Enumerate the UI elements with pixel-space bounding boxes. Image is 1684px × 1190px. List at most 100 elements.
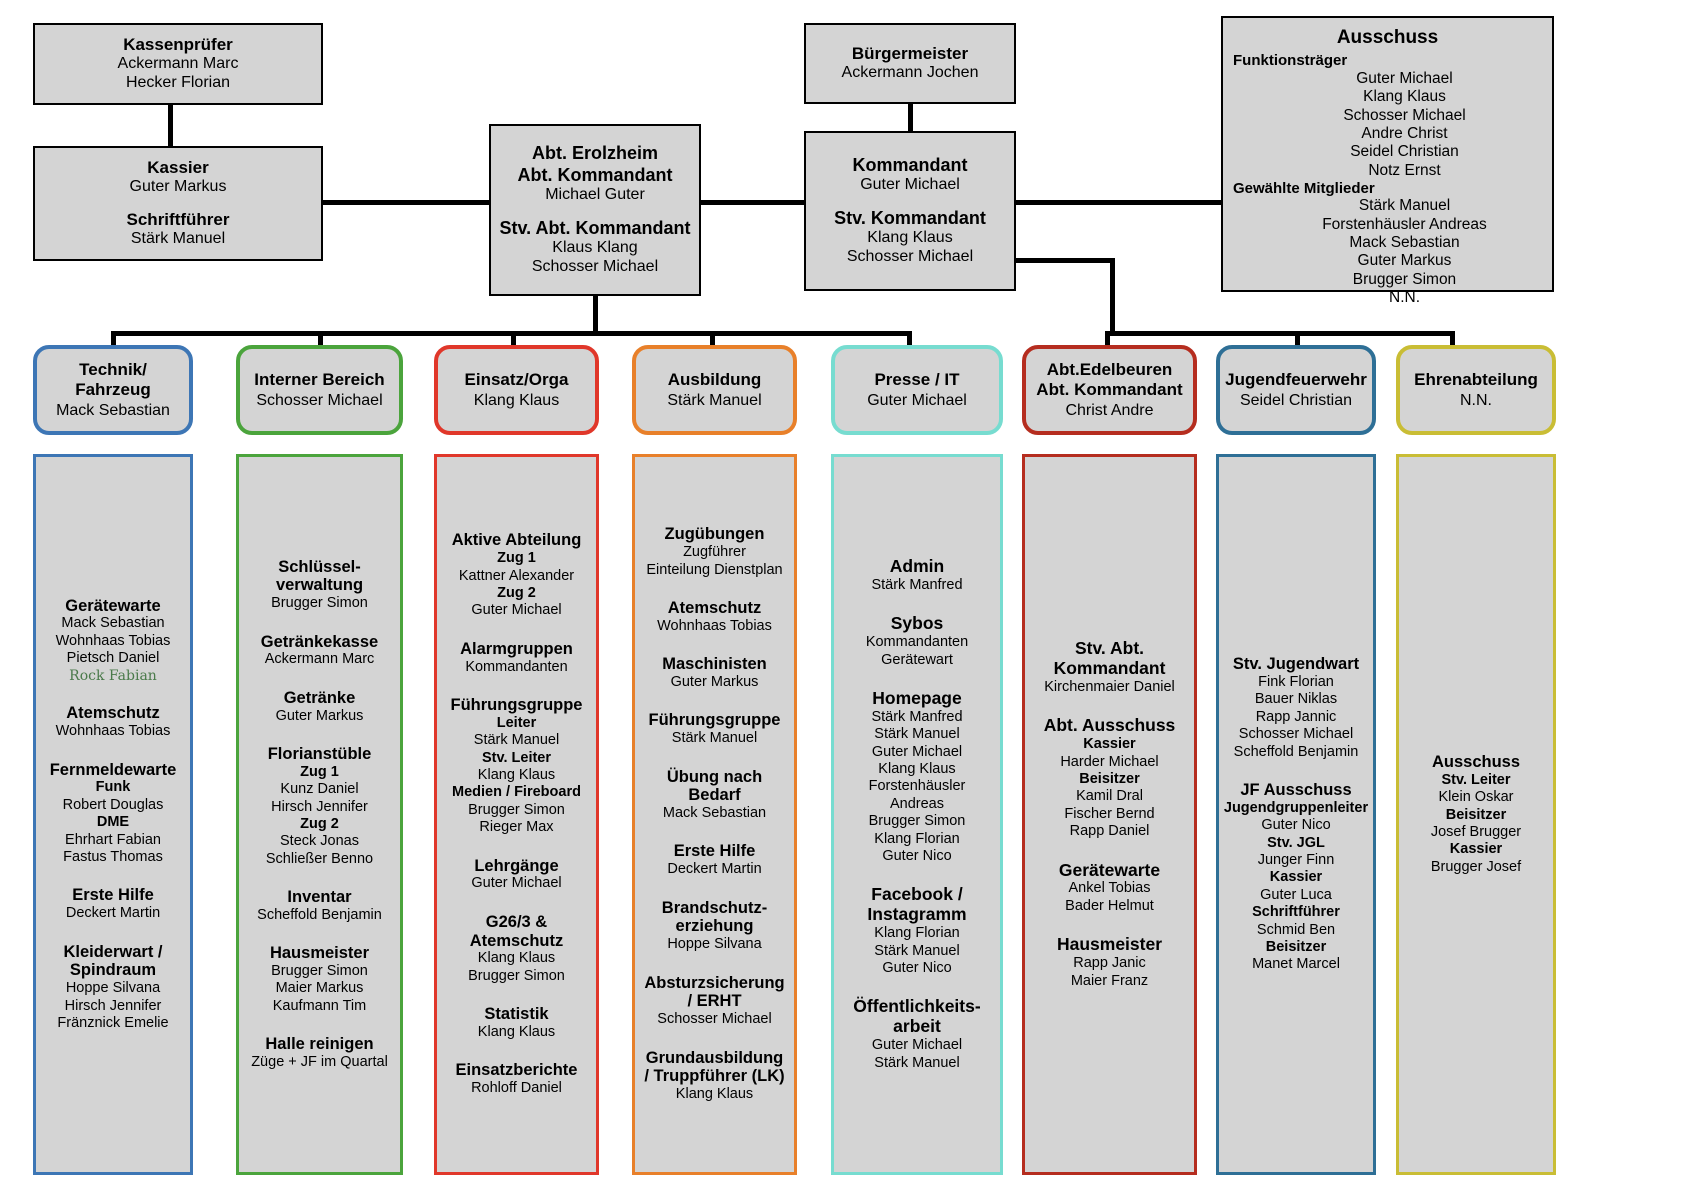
ausschuss-member: N.N. <box>1389 288 1420 306</box>
connector-kassenpruefer-kassier <box>168 104 173 146</box>
section-subheading: Beisitzer <box>1079 770 1140 787</box>
section-title: Gerätewarte <box>1058 859 1161 880</box>
section-subheading: Stv. Leiter <box>481 749 552 766</box>
ausschuss-member: Guter Markus <box>1357 252 1452 270</box>
section-title: Bedarf <box>688 786 741 805</box>
section-title: Führungsgruppe <box>648 711 781 730</box>
section-title: Abt. Ausschuss <box>1043 715 1176 736</box>
box-person-name: Guter Michael <box>860 176 960 194</box>
section-subheading: Zug 1 <box>300 763 339 780</box>
section-person-name: Wohnhaas Tobias <box>55 632 171 649</box>
column-header-lead: Schosser Michael <box>256 391 383 409</box>
connector-buergermeister-kommandant <box>908 103 913 131</box>
connector-drop-col4 <box>710 331 715 345</box>
box-person-name: Ackermann Marc <box>117 55 239 73</box>
box-person-name: Stärk Manuel <box>130 230 226 248</box>
ausschuss-title: Ausschuss <box>1336 27 1439 48</box>
section-subheading: Funk <box>95 779 131 796</box>
section-title: erziehung <box>675 917 754 936</box>
section-subheading: Stv. JGL <box>1267 834 1325 851</box>
section-title: arbeit <box>893 1016 941 1037</box>
section-title: / Truppführer (LK) <box>644 1067 785 1086</box>
section-person-name: Guter Markus <box>670 673 759 690</box>
section-person-name: Brugger Josef <box>1430 858 1522 875</box>
section-person-name: Ackermann Marc <box>264 651 375 668</box>
section-person-name: Kirchenmaier Daniel <box>1044 678 1175 695</box>
section-person-name: Brugger Simon <box>271 595 368 612</box>
section-person-name: Ankel Tobias <box>1068 880 1151 897</box>
section-person-name: Junger Finn <box>1257 851 1335 868</box>
section-subheading: Zug 2 <box>497 585 536 602</box>
section-title: Atemschutz <box>667 598 762 617</box>
ausschuss-member: Notz Ernst <box>1368 161 1441 179</box>
section-person-name: Ehrhart Fabian <box>65 831 161 848</box>
section-title: Führungsgruppe <box>450 696 583 715</box>
section-title: G26/3 & <box>485 912 548 931</box>
box-role-label: Schriftführer <box>126 210 230 229</box>
section-person-name: Guter Luca <box>1260 886 1332 903</box>
section-person-name: Kamil Dral <box>1076 788 1143 805</box>
section-person-name: Wohnhaas Tobias <box>55 723 171 740</box>
section-subheading: Kassier <box>1269 869 1323 886</box>
section-person-name: Rapp Jannic <box>1255 708 1337 725</box>
connector-drop-col6 <box>1105 331 1110 345</box>
ausschuss-member: Brugger Simon <box>1352 270 1457 288</box>
section-title: Hausmeister <box>269 944 370 963</box>
section-person-name: Kattner Alexander <box>458 567 575 584</box>
section-title: Inventar <box>287 888 352 907</box>
section-title: Facebook / <box>871 884 963 905</box>
box-role-label: Kommandant <box>852 154 968 175</box>
section-person-name: Guter Nico <box>1261 817 1331 834</box>
section-title: Stv. Abt. <box>1074 638 1145 658</box>
section-person-name: Maier Markus <box>275 980 364 997</box>
section-title: Übung nach <box>666 767 763 786</box>
section-person-name: Harder Michael <box>1060 753 1159 770</box>
section-person-name: Brugger Simon <box>468 801 565 818</box>
column-header-title: Presse / IT <box>874 369 960 389</box>
section-title: / ERHT <box>687 992 742 1011</box>
section-person-name: Klang Klaus <box>477 1023 556 1040</box>
section-title: Grundausbildung <box>645 1048 784 1067</box>
section-person-name: Brugger Simon <box>271 963 368 980</box>
section-person-name: Rapp Daniel <box>1069 823 1150 840</box>
section-subheading: DME <box>96 814 130 831</box>
section-person-name: Kommandanten <box>865 634 969 651</box>
column-header-lead: Seidel Christian <box>1239 391 1353 409</box>
section-subheading: Schriftführer <box>1252 904 1340 921</box>
section-person-name: Gerätewart <box>881 651 953 668</box>
section-subheading: Beisitzer <box>1265 938 1327 955</box>
